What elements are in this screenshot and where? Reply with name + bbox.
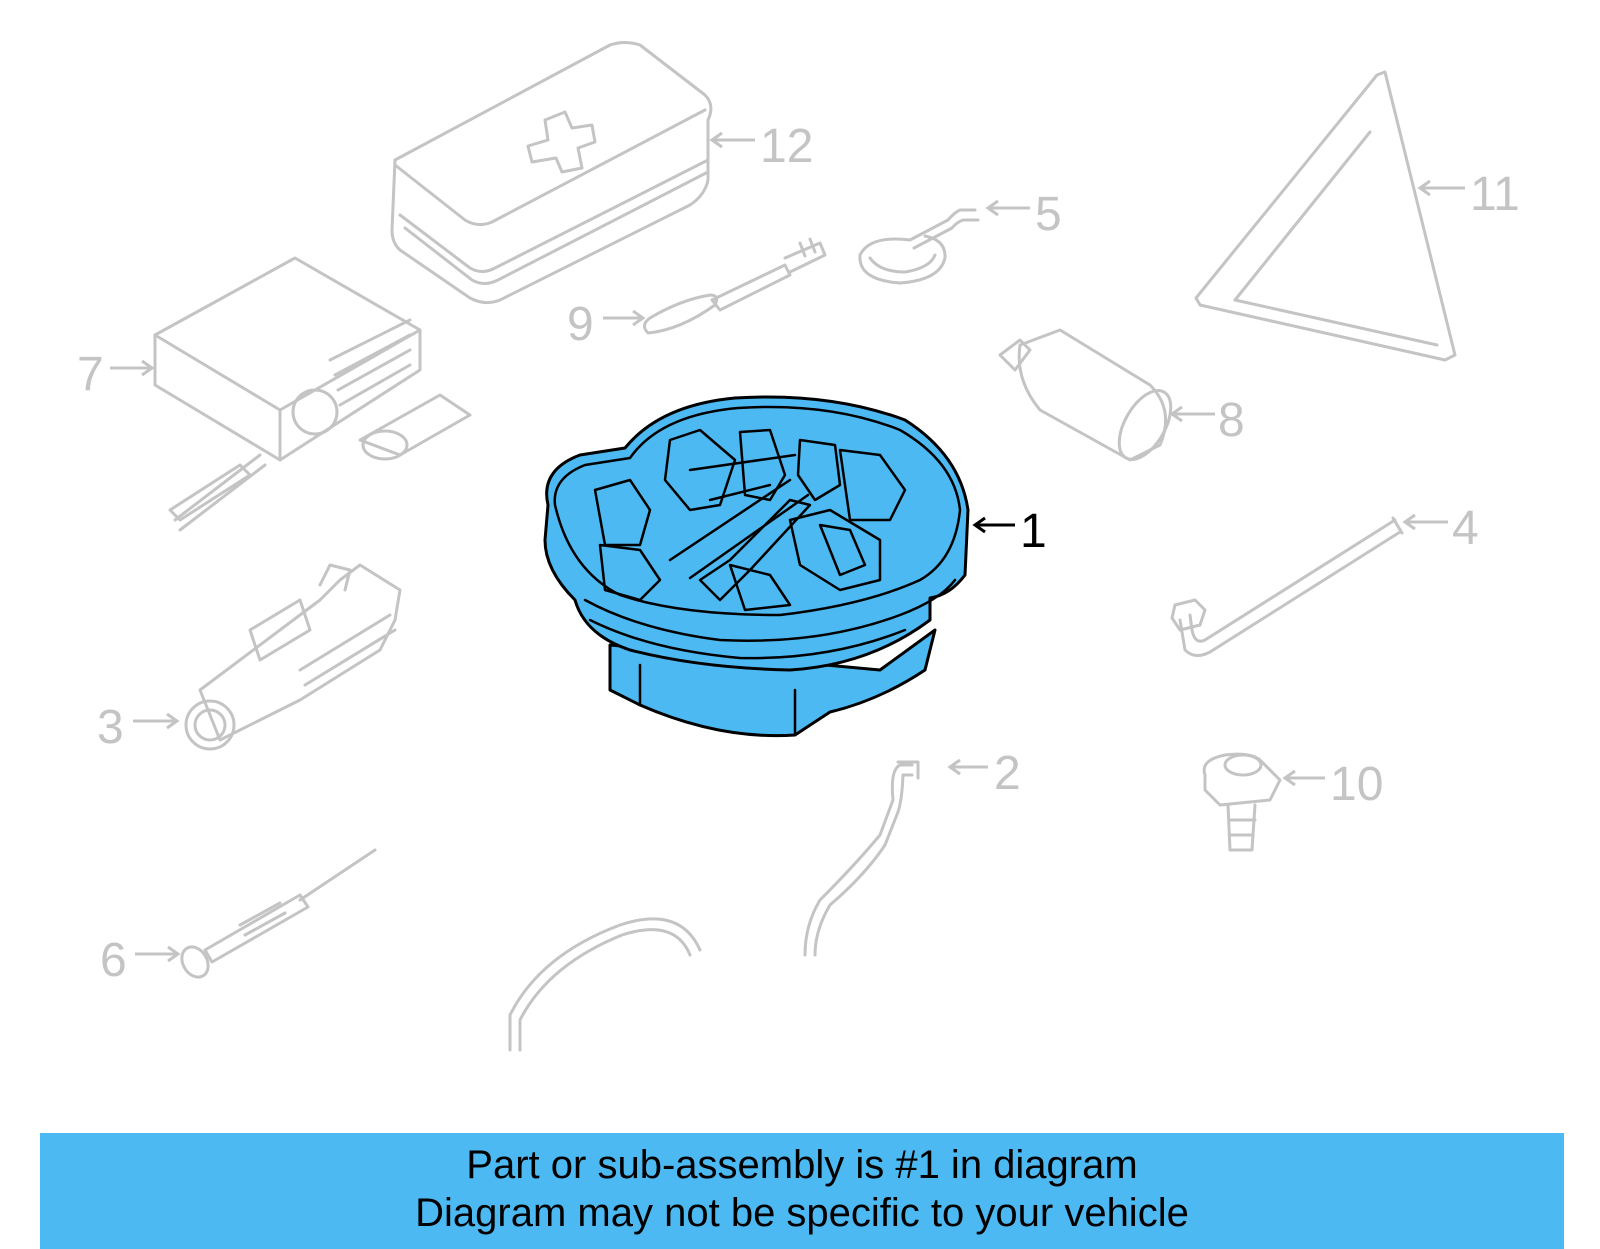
callout-11: 11 [1470, 168, 1520, 221]
callout-9: 9 [567, 298, 594, 351]
part-1-storage-tray [543, 395, 970, 738]
part-8-sealant-bottle [998, 328, 1173, 462]
part-6-screwdriver [180, 848, 377, 979]
part-11-warning-triangle [1194, 70, 1457, 362]
part-10-clip [1202, 752, 1282, 852]
info-banner: Part or sub-assembly is #1 in diagram Di… [40, 1133, 1564, 1249]
part-7-compressor [153, 256, 472, 532]
banner-line-part-info: Part or sub-assembly is #1 in diagram [466, 1143, 1138, 1187]
part-5-wire-hook [858, 208, 980, 285]
callout-8: 8 [1218, 394, 1245, 447]
leader-lines [110, 131, 1465, 963]
callout-2: 2 [994, 747, 1021, 800]
part-3-jack [184, 563, 402, 751]
part-2-rod [803, 760, 920, 957]
callout-10: 10 [1330, 758, 1383, 811]
callout-6: 6 [100, 934, 127, 987]
part-12-first-aid-kit [390, 41, 713, 305]
part-9-tool [643, 237, 827, 335]
banner-line-disclaimer: Diagram may not be specific to your vehi… [415, 1191, 1189, 1235]
callout-1: 1 [1020, 505, 1047, 558]
unlabeled-strap [508, 917, 702, 1052]
callout-3: 3 [97, 701, 124, 754]
callout-7: 7 [77, 348, 104, 401]
part-4-wrench [1170, 516, 1404, 657]
callout-5: 5 [1035, 188, 1062, 241]
callout-4: 4 [1452, 502, 1479, 555]
callout-12: 12 [760, 120, 813, 173]
